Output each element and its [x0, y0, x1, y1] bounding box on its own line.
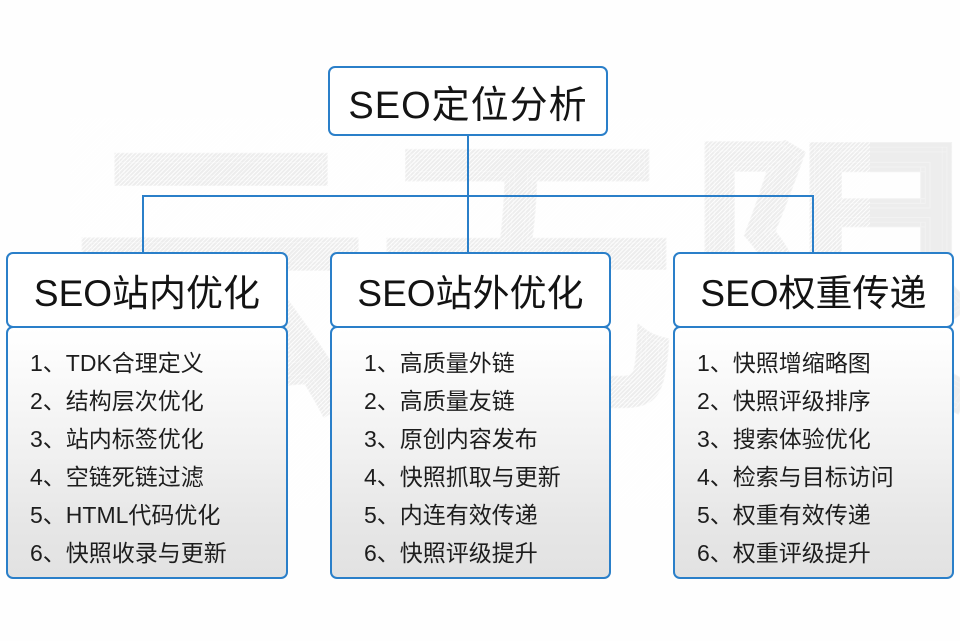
list-item: 5、HTML代码优化	[30, 502, 221, 528]
list-item: 6、快照评级提升	[364, 540, 538, 566]
list-item: 4、空链死链过滤	[30, 464, 204, 490]
branch-list-1: 1、TDK合理定义 2、结构层次优化 3、站内标签优化 4、空链死链过滤 5、H…	[6, 326, 288, 579]
list-item: 3、站内标签优化	[30, 426, 204, 452]
list-item: 1、快照增缩略图	[697, 350, 871, 376]
branch-list-2: 1、高质量外链 2、高质量友链 3、原创内容发布 4、快照抓取与更新 5、内连有…	[330, 326, 611, 579]
list-item: 3、原创内容发布	[364, 426, 538, 452]
branch-header-2[interactable]: SEO站外优化	[330, 252, 611, 328]
list-item: 1、高质量外链	[364, 350, 515, 376]
list-item: 4、快照抓取与更新	[364, 464, 561, 490]
root-node-title: SEO定位分析	[348, 84, 588, 127]
branch-header-title-1: SEO站内优化	[33, 273, 261, 314]
list-item: 1、TDK合理定义	[30, 350, 204, 376]
branch-header-title-3: SEO权重传递	[700, 273, 927, 314]
list-item: 5、权重有效传递	[697, 502, 871, 528]
list-item: 3、搜索体验优化	[697, 426, 871, 452]
list-item: 2、结构层次优化	[30, 388, 204, 414]
list-item: 2、高质量友链	[364, 388, 515, 414]
branch-header-3[interactable]: SEO权重传递	[673, 252, 954, 328]
list-item: 6、权重评级提升	[697, 540, 871, 566]
list-item: 5、内连有效传递	[364, 502, 538, 528]
branch-column-3: SEO权重传递 1、快照增缩略图 2、快照评级排序 3、搜索体验优化 4、检索与…	[673, 252, 954, 579]
list-item: 4、检索与目标访问	[697, 464, 894, 490]
list-item: 2、快照评级排序	[697, 388, 871, 414]
branch-list-3: 1、快照增缩略图 2、快照评级排序 3、搜索体验优化 4、检索与目标访问 5、权…	[673, 326, 954, 579]
list-item: 6、快照收录与更新	[30, 540, 227, 566]
branch-column-2: SEO站外优化 1、高质量外链 2、高质量友链 3、原创内容发布 4、快照抓取与…	[330, 252, 611, 579]
branch-column-1: SEO站内优化 1、TDK合理定义 2、结构层次优化 3、站内标签优化 4、空链…	[6, 252, 288, 579]
branch-header-1[interactable]: SEO站内优化	[6, 252, 288, 328]
branch-header-title-2: SEO站外优化	[357, 273, 584, 314]
root-node[interactable]: SEO定位分析	[328, 66, 608, 136]
